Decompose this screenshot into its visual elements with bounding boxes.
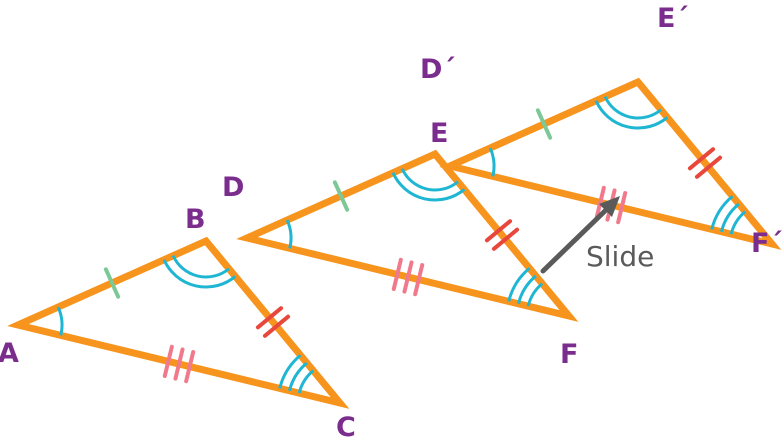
vertex-label: A	[0, 338, 19, 369]
side-tick-triple	[391, 257, 403, 291]
vertex-label: F´	[751, 228, 783, 259]
slide-arrow: Slide	[540, 196, 654, 274]
angle-arc-triple	[710, 195, 734, 230]
side-tick-single	[103, 267, 121, 299]
side-tick-single	[332, 180, 350, 212]
angle-arc-triple	[729, 210, 747, 235]
angle-arc-triple	[297, 369, 315, 394]
angle-arc-triple	[517, 274, 537, 305]
side-tick-triple	[616, 191, 628, 225]
side-tick-double	[255, 306, 284, 330]
slide-arrow-shaft	[540, 206, 610, 274]
vertex-label: F	[560, 339, 578, 370]
vertex-label: C	[336, 412, 356, 443]
side-tick-double	[491, 227, 520, 251]
vertex-label: E´	[657, 3, 689, 34]
slide-label: Slide	[586, 240, 654, 273]
angle-arc-double	[594, 100, 669, 130]
angle-arc-double	[400, 168, 459, 192]
side-tick-single	[535, 108, 553, 140]
vertex-label: D´	[420, 54, 456, 85]
angle-arc-single	[488, 147, 496, 177]
side-tick-double	[484, 219, 513, 243]
side-tick-double	[687, 147, 716, 171]
side-tick-triple	[402, 260, 414, 294]
angle-arc-single	[56, 306, 64, 336]
angle-arc-triple	[288, 361, 308, 392]
angle-arc-double	[603, 96, 662, 120]
vertex-label: B	[185, 204, 206, 235]
angle-arc-triple	[526, 282, 544, 307]
angle-arc-double	[162, 259, 237, 289]
triangles-layer: A B C D E F D´ E´ F´	[0, 3, 783, 443]
triangle-first-image: D E F	[222, 118, 578, 370]
arrow-up-right-icon	[599, 196, 620, 217]
angle-arc-triple	[507, 267, 531, 302]
side-tick-triple	[162, 344, 174, 378]
angle-arc-single	[285, 219, 293, 249]
angle-arc-double	[171, 255, 230, 279]
side-tick-triple	[173, 347, 185, 381]
side-tick-double	[262, 314, 291, 338]
side-tick-triple	[594, 185, 606, 219]
side-tick-triple	[413, 263, 425, 297]
vertex-label: D	[222, 172, 244, 203]
vertex-label: E	[430, 118, 448, 149]
side-tick-double	[694, 155, 723, 179]
triangle-original: A B C	[0, 204, 356, 443]
side-tick-triple	[184, 350, 196, 384]
triangle-second-image: D´ E´ F´	[420, 3, 783, 259]
angle-arc-double	[391, 172, 466, 202]
angle-arc-triple	[278, 354, 302, 389]
angle-arc-triple	[720, 202, 740, 233]
